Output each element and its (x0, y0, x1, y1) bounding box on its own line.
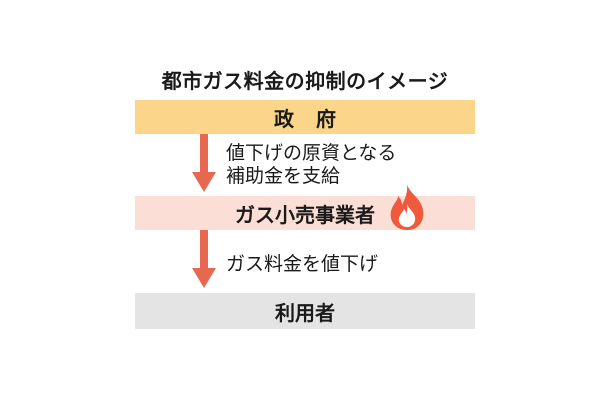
subsidy-caption: 値下げの原資となる 補助金を支給 (226, 142, 396, 188)
subsidy-caption-line2: 補助金を支給 (226, 165, 341, 187)
price-cut-caption: ガス料金を値下げ (226, 253, 378, 276)
government-label: 政府 (274, 106, 358, 131)
flame-icon (390, 184, 424, 230)
government-node: 政府 (135, 100, 475, 134)
subsidy-caption-line1: 値下げの原資となる (226, 142, 397, 164)
price-cut-caption-line1: ガス料金を値下げ (226, 253, 379, 275)
down-arrow-icon (192, 134, 216, 192)
down-arrow-icon (192, 230, 216, 288)
users-label: 利用者 (275, 300, 335, 325)
diagram-title: 都市ガス料金の抑制のイメージ (161, 69, 449, 93)
users-node: 利用者 (135, 293, 475, 329)
retailer-label: ガス小売事業者 (235, 202, 375, 227)
